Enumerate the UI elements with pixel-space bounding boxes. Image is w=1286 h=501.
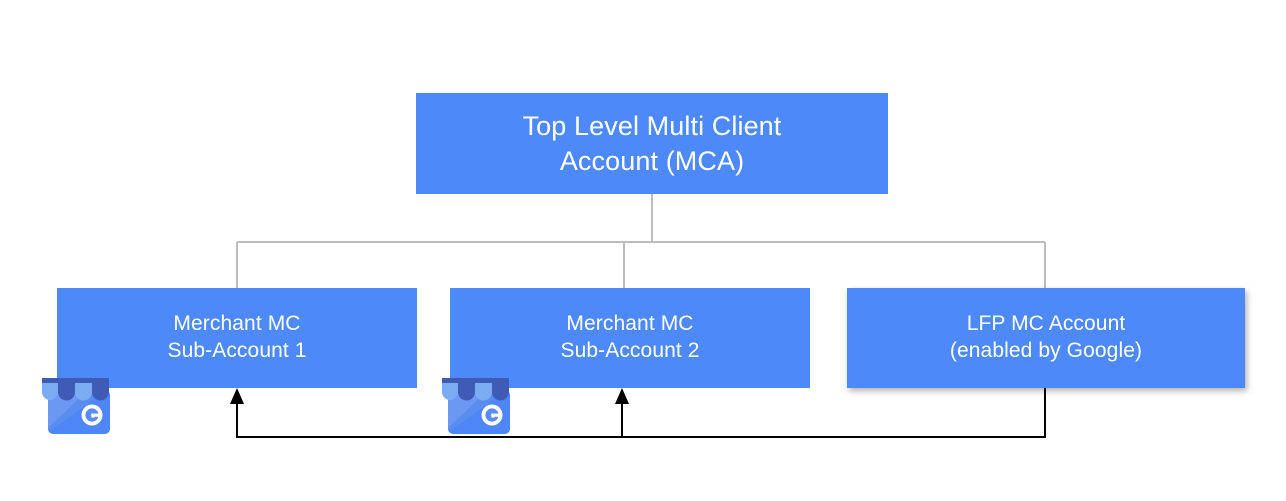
gbp-awning-stripe-3 xyxy=(475,380,492,401)
gbp-awning-stripe-4 xyxy=(492,380,509,401)
gbp-body-highlight xyxy=(48,390,88,428)
node-merchant-mc-sub-account-1: Merchant MC Sub-Account 1 xyxy=(57,288,417,388)
node-merchant-mc-sub-account-2-label: Merchant MC Sub-Account 2 xyxy=(560,312,700,362)
arrowhead-into-sub1 xyxy=(230,388,244,404)
node-top-level-mca-label: Top Level Multi Client Account (MCA) xyxy=(522,110,782,176)
gbp-awning-stripe-3 xyxy=(75,380,92,401)
gbp-awning-top xyxy=(442,378,509,383)
gbp-awning-stripe-4 xyxy=(92,380,109,401)
feedback-path-to-sub1 xyxy=(235,388,1047,439)
gbp-awning-stripe-1 xyxy=(42,380,58,400)
arrowhead-into-sub2 xyxy=(615,388,629,404)
node-merchant-mc-sub-account-1-label: Merchant MC Sub-Account 1 xyxy=(167,312,307,362)
node-top-level-mca: Top Level Multi Client Account (MCA) xyxy=(416,93,888,194)
google-business-profile-icon xyxy=(42,378,110,434)
gbp-g-letter xyxy=(481,404,503,426)
gbp-g-letter xyxy=(81,404,103,426)
gbp-awning-stripe-1 xyxy=(442,380,458,400)
gbp-body-highlight xyxy=(448,390,488,428)
gbp-awning-top xyxy=(42,378,109,383)
node-lfp-mc-account-label: LFP MC Account (enabled by Google) xyxy=(949,312,1143,362)
gbp-awning-stripe-2 xyxy=(458,380,475,401)
node-merchant-mc-sub-account-2: Merchant MC Sub-Account 2 xyxy=(450,288,810,388)
gbp-awning-stripe-2 xyxy=(58,380,75,401)
google-business-profile-icon xyxy=(442,378,510,434)
node-lfp-mc-account: LFP MC Account (enabled by Google) xyxy=(847,288,1245,388)
